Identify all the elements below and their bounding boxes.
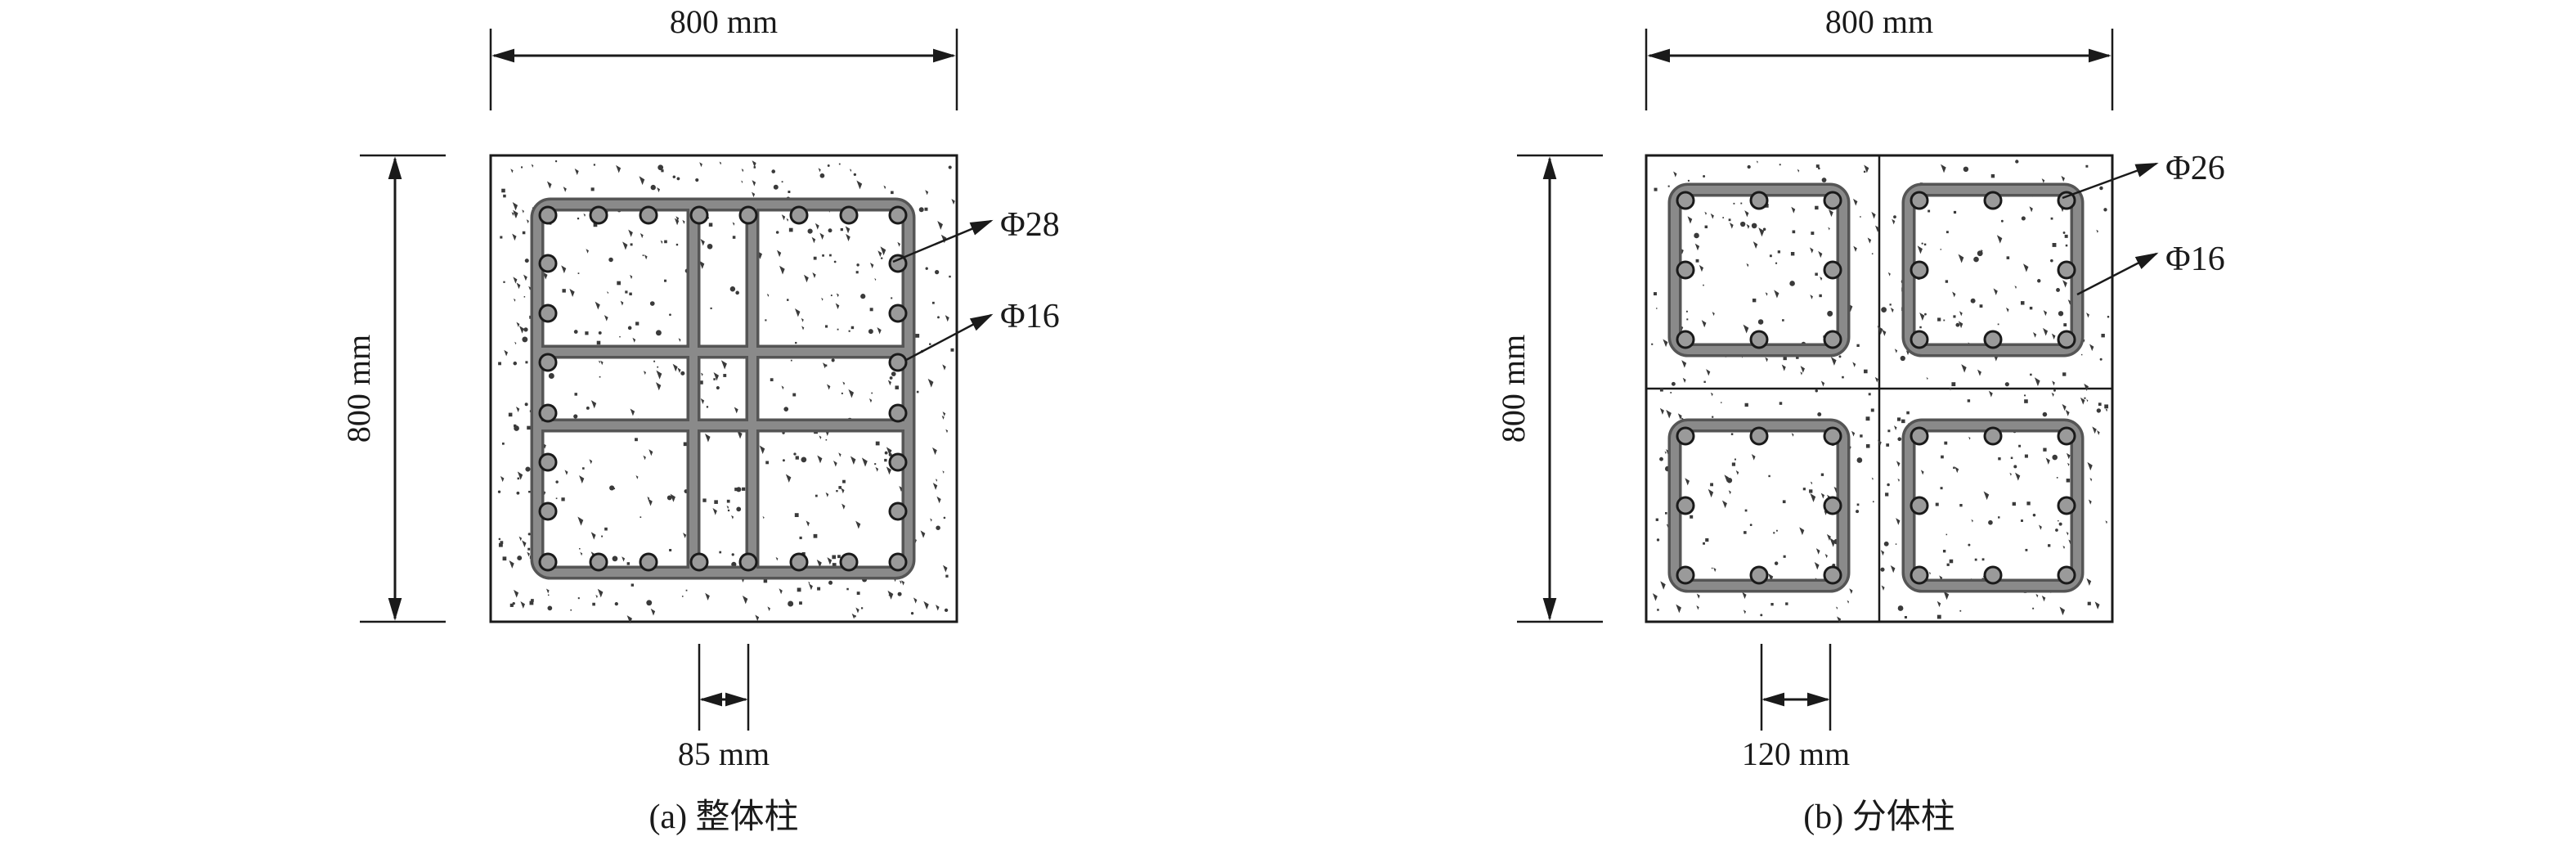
rebar bbox=[538, 452, 558, 472]
concrete-section bbox=[489, 154, 958, 623]
rebar bbox=[639, 205, 658, 225]
rebar bbox=[538, 403, 558, 423]
rebar bbox=[1910, 496, 1929, 515]
callout-leader-2 bbox=[2076, 252, 2159, 296]
rebar bbox=[888, 254, 908, 273]
rebar bbox=[1676, 330, 1695, 349]
rebar bbox=[789, 205, 809, 225]
rebar bbox=[839, 552, 859, 572]
rebar bbox=[1676, 496, 1695, 515]
rebar bbox=[1676, 191, 1695, 210]
rebars bbox=[538, 205, 908, 572]
rebar bbox=[1910, 330, 1929, 349]
height-label: 800 mm bbox=[1495, 335, 1532, 443]
callout-label-2: Φ16 bbox=[1000, 298, 1060, 335]
rebar bbox=[1910, 565, 1929, 585]
rebar bbox=[2057, 496, 2076, 515]
rebar bbox=[538, 304, 558, 323]
rebar bbox=[1749, 191, 1769, 210]
rebar bbox=[1676, 426, 1695, 446]
rebar bbox=[1910, 191, 1929, 210]
rebar bbox=[538, 353, 558, 372]
rebar bbox=[1823, 565, 1842, 585]
rebar bbox=[1749, 330, 1769, 349]
rebar bbox=[888, 205, 908, 225]
panel-b: 800 mm 800 mm 120 mm Φ26 Φ16 (b) 分体柱 bbox=[1495, 3, 2225, 836]
callout-label-1: Φ28 bbox=[1000, 206, 1060, 244]
rebars bbox=[1676, 191, 2076, 585]
rebar bbox=[1823, 191, 1842, 210]
panel-a: 800 mm 800 mm 85 mm Φ28 Φ16 (a) 整体柱 bbox=[340, 3, 1060, 836]
rebar bbox=[1823, 496, 1842, 515]
rebar bbox=[538, 254, 558, 273]
stirrups-inner bbox=[533, 200, 913, 577]
rebar bbox=[2057, 565, 2076, 585]
rebar bbox=[789, 552, 809, 572]
rebar bbox=[538, 501, 558, 521]
rebar bbox=[1676, 260, 1695, 280]
rebar bbox=[888, 353, 908, 372]
stirrups-inner bbox=[1671, 186, 2081, 590]
rebar bbox=[888, 452, 908, 472]
rebar bbox=[1910, 426, 1929, 446]
rebar bbox=[1676, 565, 1695, 585]
rebar bbox=[589, 552, 608, 572]
rebar bbox=[1823, 330, 1842, 349]
panel-caption: (a) 整体柱 bbox=[648, 798, 798, 836]
width-label: 800 mm bbox=[670, 3, 778, 40]
rebar bbox=[689, 552, 709, 572]
rebar bbox=[538, 552, 558, 572]
height-label: 800 mm bbox=[340, 335, 377, 443]
rebar bbox=[2057, 330, 2076, 349]
rebar bbox=[888, 403, 908, 423]
rebar bbox=[589, 205, 608, 225]
rebar bbox=[538, 205, 558, 225]
rebar bbox=[639, 552, 658, 572]
aggregate-texture bbox=[497, 160, 955, 624]
callout-leader-1 bbox=[892, 219, 994, 263]
rebar bbox=[2057, 191, 2076, 210]
rebar bbox=[1983, 426, 2003, 446]
rebar bbox=[888, 304, 908, 323]
rebar bbox=[1823, 426, 1842, 446]
rebar bbox=[1749, 426, 1769, 446]
rebar bbox=[1823, 260, 1842, 280]
callout-leader-2 bbox=[905, 313, 994, 362]
rebar bbox=[888, 552, 908, 572]
rebar bbox=[1983, 565, 2003, 585]
rebar bbox=[839, 205, 859, 225]
callout-label-1: Φ26 bbox=[2165, 150, 2225, 187]
rebar bbox=[689, 205, 709, 225]
rebar bbox=[2057, 426, 2076, 446]
rebar bbox=[1983, 191, 2003, 210]
rebar bbox=[1983, 330, 2003, 349]
callout-leader-1 bbox=[2062, 162, 2159, 200]
width-label: 800 mm bbox=[1825, 3, 1933, 40]
rebar bbox=[1910, 260, 1929, 280]
spacing-label: 85 mm bbox=[678, 735, 770, 772]
spacing-label: 120 mm bbox=[1742, 735, 1850, 772]
callout-label-2: Φ16 bbox=[2165, 241, 2225, 278]
rebar bbox=[2057, 260, 2076, 280]
rebar bbox=[1749, 565, 1769, 585]
rebar bbox=[888, 501, 908, 521]
rebar bbox=[738, 552, 758, 572]
rebar bbox=[738, 205, 758, 225]
panel-caption: (b) 分体柱 bbox=[1803, 798, 1954, 836]
